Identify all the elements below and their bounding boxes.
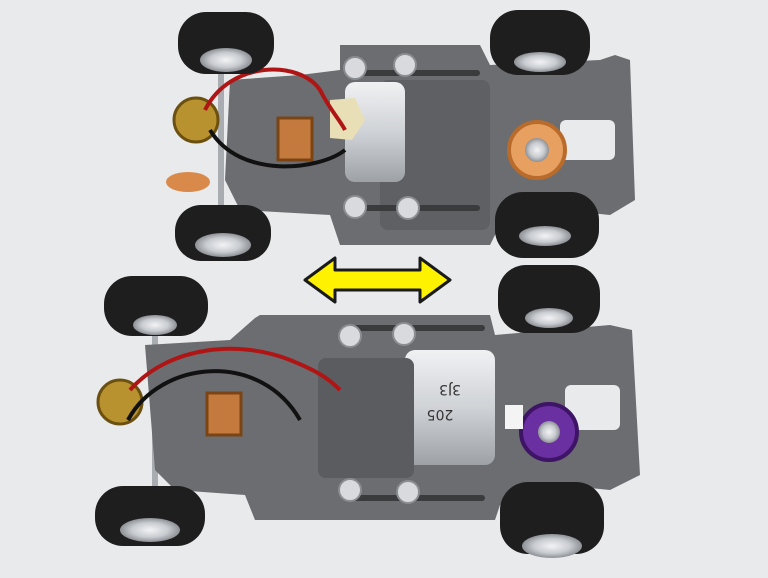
bottom-slot [345,325,485,331]
top-black-wire [208,128,347,169]
bottom-rear-right-wheel [500,482,604,558]
bottom-motor-pod [318,358,414,478]
double-arrow-icon [303,256,452,304]
top-screws [343,53,420,220]
top-plate-cutout [560,120,615,160]
bottom-guide-braid [205,391,243,437]
top-motor-can [345,82,405,182]
top-red-wire [203,67,347,131]
bottom-gear-hub [538,421,560,443]
bottom-motor-can [405,350,495,465]
top-front-right-wheel [175,205,271,261]
bottom-screws [338,322,420,504]
bottom-front-right-wheel [95,486,205,546]
bottom-chassis: 3J3 205 [95,265,640,558]
top-slot [350,70,480,76]
top-rear-left-wheel [490,10,590,75]
top-rear-right-wheel [495,192,599,258]
top-front-left-wheel [178,12,274,74]
top-guide-braid [276,116,314,162]
top-gear-hub [525,138,549,162]
bottom-plate-cutout [565,385,620,430]
top-motor-pod [380,80,490,230]
top-chassis [166,10,635,261]
bottom-pinion [505,405,523,429]
bottom-motor-label-line1: 205 [427,406,454,422]
bottom-motor-label-line2: 3J3 [439,381,461,397]
top-guide-shoe [166,172,210,192]
bottom-red-wire [128,346,342,392]
bottom-front-left-wheel [104,276,208,336]
bottom-rear-left-wheel [498,265,600,333]
bottom-black-wire [126,369,302,421]
top-motor-endbell [330,98,365,140]
top-front-axle [218,40,224,240]
